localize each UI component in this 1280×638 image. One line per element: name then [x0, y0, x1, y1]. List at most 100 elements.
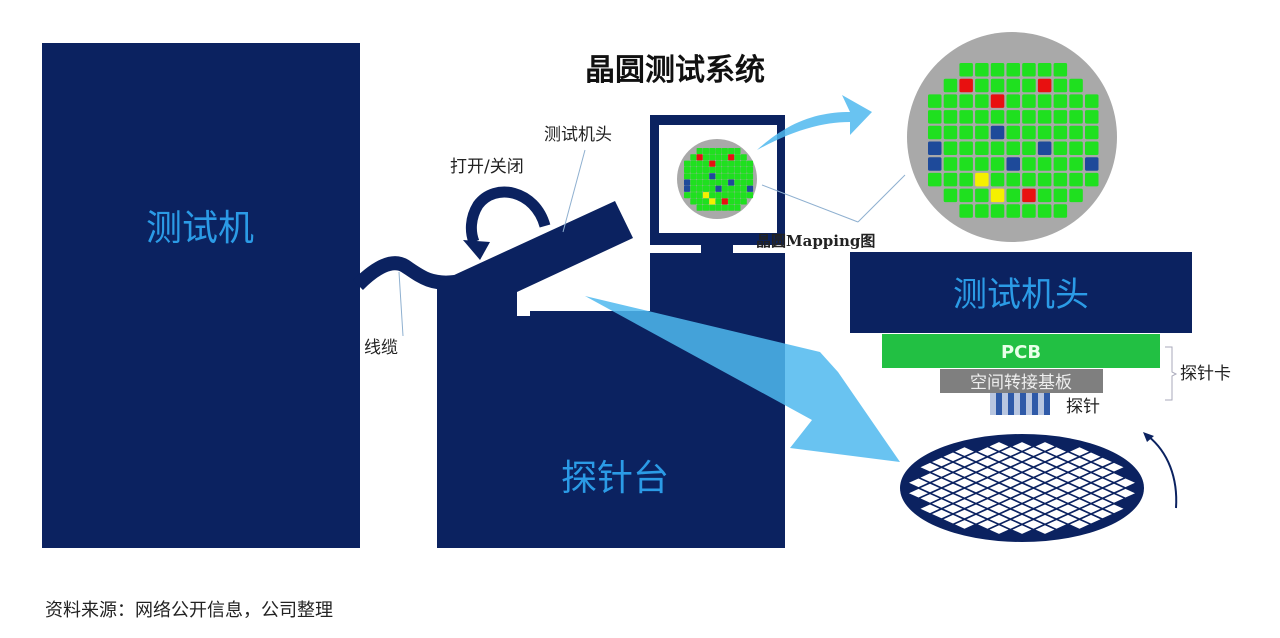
- probe-label: 探针: [1066, 397, 1100, 417]
- probe-pin: [1044, 393, 1050, 415]
- die-cell: [1069, 188, 1083, 203]
- die-cell: [747, 192, 754, 199]
- interposer-block: [940, 369, 1103, 393]
- wafer-die: [1012, 494, 1032, 503]
- wafer-die: [1024, 478, 1043, 488]
- wafer-die: [955, 520, 974, 529]
- open-close-label: 打开/关闭: [450, 157, 524, 177]
- die-cell: [1022, 63, 1036, 77]
- wafer-die: [1001, 447, 1020, 456]
- die-cell: [740, 160, 747, 167]
- wafer-die: [966, 494, 986, 503]
- wafer-die: [1081, 504, 1101, 514]
- die-cell: [1069, 172, 1083, 187]
- die-cell: [721, 198, 728, 205]
- wafer-die: [1012, 525, 1032, 534]
- die-cell: [740, 179, 747, 186]
- die-cell: [1069, 157, 1083, 171]
- die-cell: [721, 192, 728, 199]
- die-cell: [975, 204, 989, 218]
- wafer-die: [1093, 488, 1112, 498]
- die-cell: [928, 110, 942, 124]
- wafer-die: [966, 462, 986, 472]
- wafer-die: [932, 457, 951, 467]
- die-cell: [734, 160, 741, 167]
- die-cell: [1069, 110, 1083, 124]
- die-cell: [696, 192, 703, 199]
- die-cell: [696, 179, 703, 186]
- die-cell: [1022, 172, 1036, 187]
- die-cell: [696, 173, 703, 180]
- die-cell: [690, 179, 697, 186]
- die-cell: [1053, 188, 1068, 203]
- die-cell: [990, 78, 1005, 93]
- die-cell: [709, 166, 716, 173]
- wafer-die: [932, 468, 951, 477]
- die-cell: [1085, 141, 1099, 155]
- wafer-die: [932, 478, 951, 488]
- die-cell: [684, 173, 691, 180]
- wafer-die: [1035, 504, 1055, 514]
- die-cell: [1085, 110, 1099, 124]
- wafer-die: [1081, 473, 1101, 482]
- wafer-die: [989, 462, 1009, 472]
- die-cell: [715, 160, 722, 167]
- die-cell: [734, 173, 741, 180]
- rotate-arrowhead-icon: [1143, 432, 1154, 442]
- die-cell: [1053, 110, 1068, 124]
- die-cell: [715, 198, 722, 205]
- wafer-die: [955, 447, 974, 456]
- die-cell: [1037, 204, 1052, 218]
- probe-pin: [1032, 393, 1038, 415]
- die-cell: [975, 78, 989, 93]
- die-cell: [1022, 141, 1036, 155]
- die-cell: [696, 185, 703, 192]
- die-cell: [990, 63, 1005, 77]
- wafer-die: [955, 457, 974, 467]
- die-cell: [715, 154, 722, 161]
- die-cell: [690, 198, 697, 205]
- mapping-leader-2: [857, 174, 906, 223]
- die-cell: [1006, 204, 1020, 218]
- die-cell: [1006, 188, 1020, 203]
- prober-body: [437, 201, 785, 548]
- die-cell: [696, 154, 703, 161]
- probe-card-label: 探针卡: [1180, 364, 1231, 384]
- die-cell: [734, 148, 741, 155]
- die-cell: [975, 188, 989, 203]
- die-cell: [1006, 63, 1020, 77]
- wafer-die: [1104, 504, 1124, 514]
- probe-pin: [1026, 393, 1032, 415]
- wafer-die: [1047, 447, 1066, 456]
- die-cell: [928, 157, 942, 171]
- die-cell: [747, 166, 754, 173]
- die-cell: [728, 185, 735, 192]
- die-cell: [721, 204, 728, 211]
- wafer-die: [1058, 462, 1078, 472]
- wafer-die: [1070, 488, 1089, 498]
- wafer-die: [1081, 494, 1101, 503]
- die-cell: [709, 198, 716, 205]
- die-cell: [696, 166, 703, 173]
- die-cell: [728, 192, 735, 199]
- die-cell: [959, 94, 973, 108]
- die-cell: [734, 185, 741, 192]
- die-cell: [1006, 110, 1020, 124]
- die-cell: [696, 148, 703, 155]
- wafer-die: [920, 483, 940, 493]
- wafer-die: [932, 509, 951, 519]
- wafer-die: [943, 473, 963, 482]
- wafer-die: [1058, 494, 1078, 503]
- die-cell: [728, 154, 735, 161]
- die-cell: [959, 188, 973, 203]
- die-cell: [721, 173, 728, 180]
- wafer-die: [978, 488, 997, 498]
- rotate-arrow-icon: [1147, 435, 1178, 509]
- wafer-die: [978, 520, 997, 529]
- wafer-die: [989, 504, 1009, 514]
- die-cell: [975, 63, 989, 77]
- probe-pin: [1014, 393, 1020, 415]
- die-cell: [740, 198, 747, 205]
- die-cell: [943, 157, 958, 171]
- die-cell: [1053, 125, 1068, 140]
